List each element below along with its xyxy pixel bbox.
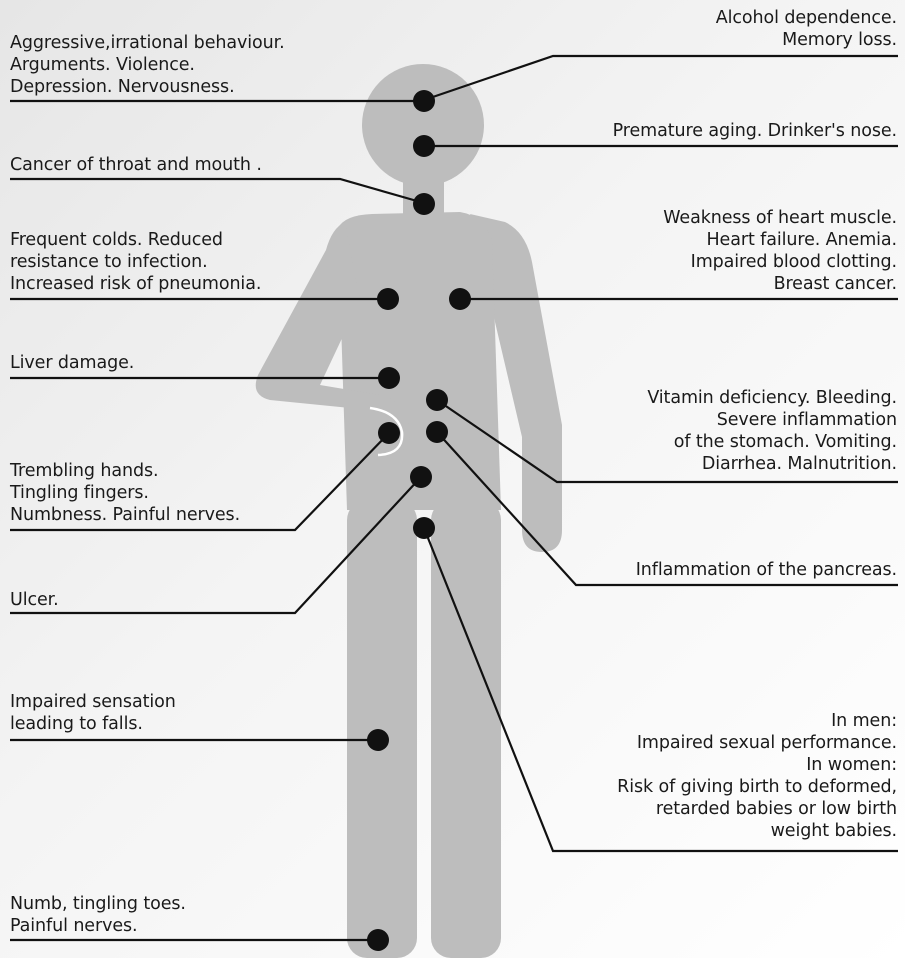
label-hands: Trembling hands. Tingling fingers. Numbn… <box>10 461 241 525</box>
leader-sexual <box>422 527 898 853</box>
hand-outline <box>369 406 404 457</box>
right-leg <box>431 500 501 958</box>
marker-thigh <box>367 729 389 751</box>
label-throat: Cancer of throat and mouth . <box>10 155 262 175</box>
leader-throat <box>10 177 425 205</box>
leader-ulcer <box>10 476 422 615</box>
marker-foot <box>367 929 389 951</box>
label-ulcer: Ulcer. <box>10 590 59 610</box>
label-toes: Numb, tingling toes. Painful nerves. <box>10 894 186 936</box>
label-liver: Liver damage. <box>10 353 135 373</box>
marker-hand <box>378 422 400 444</box>
label-aggression: Aggressive,irrational behaviour. Argumen… <box>10 33 285 97</box>
leader-stomach <box>436 399 898 484</box>
label-heart: Weakness of heart muscle. Heart failure.… <box>663 208 897 294</box>
marker-lung <box>377 288 399 310</box>
label-memory: Alcohol dependence. Memory loss. <box>715 8 897 50</box>
marker-liver <box>378 367 400 389</box>
left-leg <box>347 500 417 958</box>
leader-pancreas <box>436 431 898 587</box>
leader-lines <box>10 54 898 942</box>
label-sexual: In men: Impaired sexual performance. In … <box>617 711 897 841</box>
marker-brain <box>413 90 435 112</box>
head <box>362 64 484 186</box>
left-arm <box>255 222 411 456</box>
marker-heart <box>449 288 471 310</box>
leader-memory <box>423 54 898 102</box>
label-sensation: Impaired sensation leading to falls. <box>10 692 176 734</box>
label-pancreas: Inflammation of the pancreas. <box>635 560 897 580</box>
torso <box>338 212 501 510</box>
label-stomach: Vitamin deficiency. Bleeding. Severe inf… <box>647 388 897 474</box>
marker-nose <box>413 135 435 157</box>
marker-stomach <box>426 389 448 411</box>
marker-groin <box>413 517 435 539</box>
marker-pancreas <box>426 421 448 443</box>
label-aging: Premature aging. Drinker's nose. <box>612 121 897 141</box>
marker-ulcer <box>410 466 432 488</box>
label-colds: Frequent colds. Reduced resistance to in… <box>10 230 262 294</box>
marker-throat <box>413 193 435 215</box>
effect-markers <box>367 90 471 951</box>
leader-hands <box>10 432 390 532</box>
